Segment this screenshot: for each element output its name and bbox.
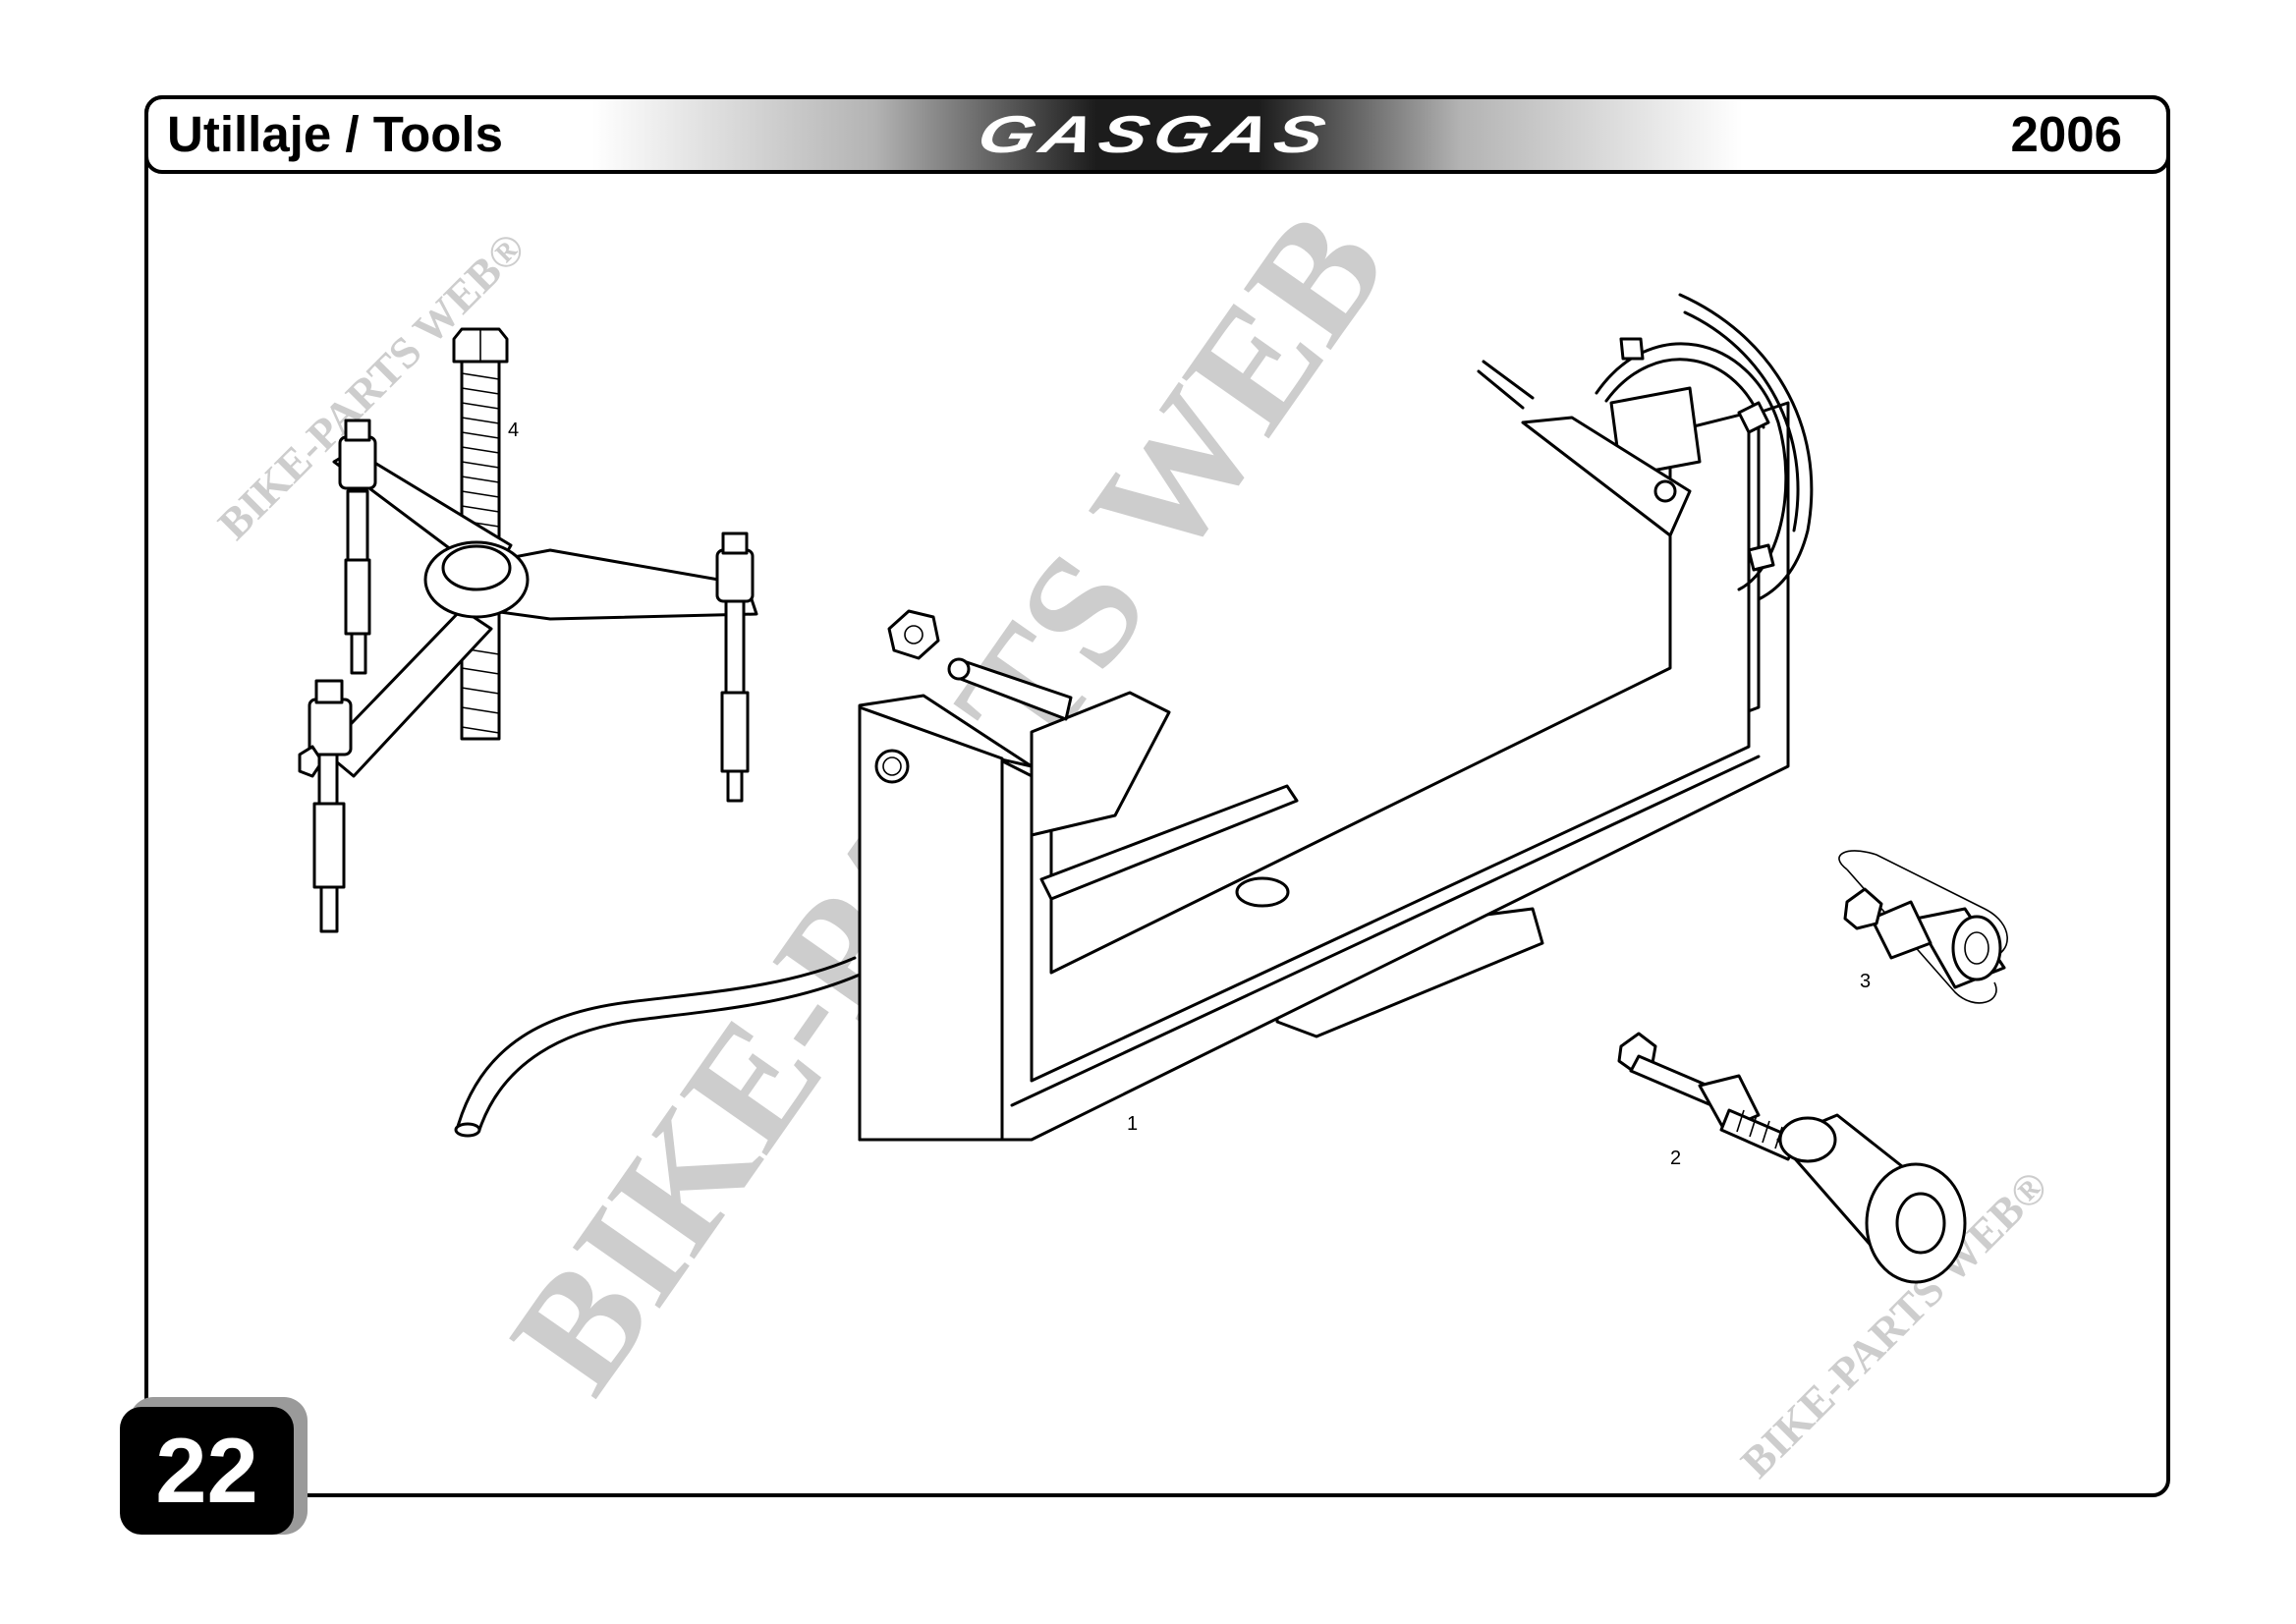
callout-1: 1 bbox=[1127, 1113, 1139, 1135]
model-year: 2006 bbox=[2010, 106, 2122, 162]
three-leg-puller bbox=[298, 327, 758, 933]
crankcase-splitter-stand bbox=[454, 293, 1814, 1142]
puller-tool bbox=[1617, 1032, 1967, 1284]
page-title: Utillaje / Tools bbox=[167, 106, 503, 162]
page-tab bbox=[120, 1407, 294, 1535]
page-number: 22 bbox=[155, 1419, 258, 1522]
callout-2: 2 bbox=[1670, 1148, 1682, 1169]
callout-4: 4 bbox=[508, 420, 520, 441]
callout-3: 3 bbox=[1860, 971, 1872, 992]
threaded-adapter bbox=[1838, 850, 2008, 1004]
diagram-frame bbox=[144, 95, 2170, 1497]
